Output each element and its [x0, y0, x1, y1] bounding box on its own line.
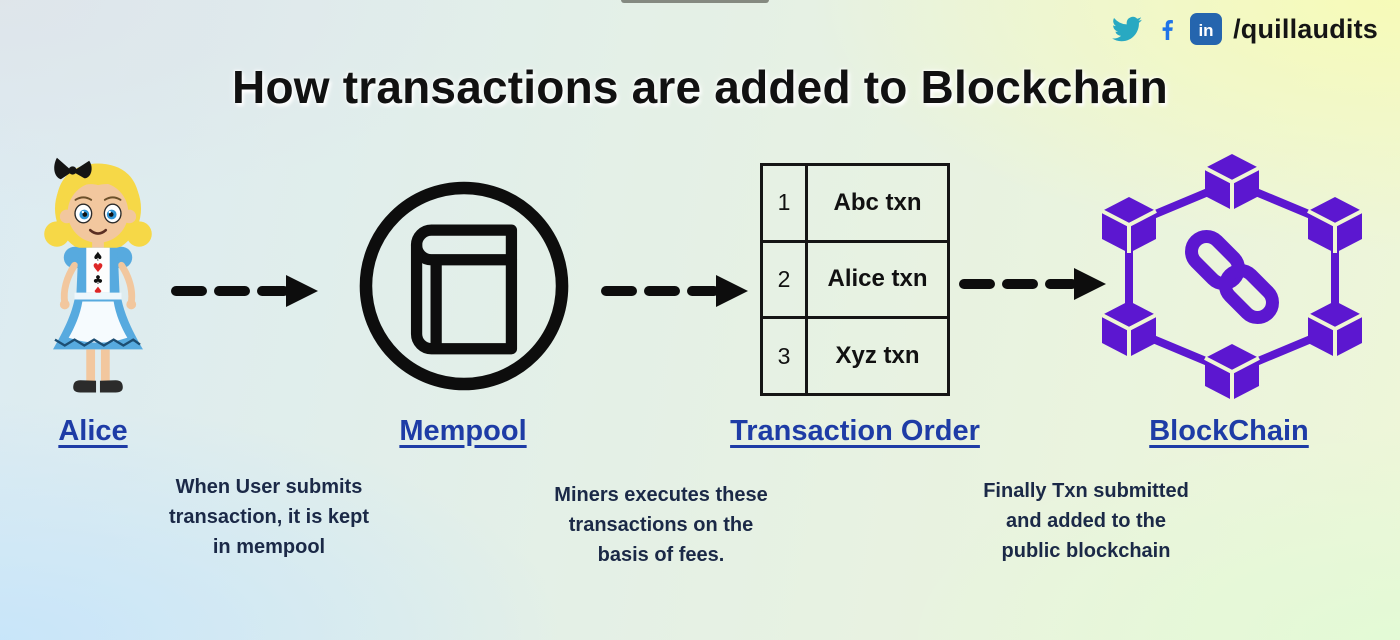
svg-text:♦: ♦: [93, 285, 104, 299]
linkedin-icon[interactable]: in: [1190, 13, 1223, 45]
table-row: 3 Xyz txn: [760, 316, 950, 396]
txn-order-number: 1: [760, 163, 808, 243]
caption-line: Finally Txn submitted: [983, 480, 1189, 502]
alice-arms: [60, 261, 136, 306]
alice-card-suits: ♠ ♥ ♣ ♦: [93, 249, 104, 298]
top-edge-artifact: [621, 0, 769, 3]
label-blockchain[interactable]: BlockChain: [1149, 415, 1309, 447]
caption-miners: Miners executes these transactions on th…: [531, 480, 791, 570]
arrow-order-to-blockchain-icon: [959, 268, 1106, 300]
arrow-alice-to-mempool-icon: [171, 275, 318, 307]
caption-line: basis of fees.: [597, 544, 725, 566]
alice-smile: [88, 228, 108, 235]
svg-text:♠: ♠: [93, 249, 104, 263]
blockchain-icon: [1101, 154, 1363, 400]
page-title: How transactions are added to Blockchain: [232, 61, 1168, 113]
txn-name: Abc txn: [805, 163, 950, 243]
txn-name: Alice txn: [805, 239, 950, 320]
alice-eyes: [74, 196, 122, 224]
txn-order-number: 3: [760, 316, 808, 396]
blockchain-cubes: [1101, 154, 1363, 400]
caption-line: transactions on the: [568, 514, 754, 536]
linkedin-glyph: in: [1199, 21, 1214, 40]
facebook-icon[interactable]: [1155, 14, 1179, 44]
alice-apron: [68, 301, 128, 343]
label-transaction-order[interactable]: Transaction Order: [730, 415, 980, 447]
txn-order-number: 2: [760, 239, 808, 320]
caption-mempool: When User submits transaction, it is kep…: [139, 472, 399, 562]
brand-handle[interactable]: /quillaudits: [1233, 13, 1378, 44]
svg-text:♥: ♥: [93, 261, 104, 275]
txn-name: Xyz txn: [805, 316, 950, 396]
social-bar: in /quillaudits: [1110, 13, 1378, 45]
caption-line: Miners executes these: [554, 484, 768, 506]
caption-line: in mempool: [212, 536, 326, 558]
alice-shoe-right: [99, 380, 123, 393]
chain-link-icon: [1185, 230, 1279, 324]
caption-final: Finally Txn submitted and added to the p…: [956, 476, 1216, 566]
table-row: 1 Abc txn: [760, 163, 950, 243]
mempool-book-icon: [359, 181, 569, 391]
alice-hair-bow-icon: [54, 157, 92, 180]
caption-line: When User submits: [175, 476, 363, 498]
table-row: 2 Alice txn: [760, 239, 950, 320]
caption-line: public blockchain: [1001, 540, 1171, 562]
alice-shoe-left: [73, 380, 97, 393]
alice-fringe: [55, 163, 141, 209]
label-alice[interactable]: Alice: [58, 415, 128, 447]
caption-line: transaction, it is kept: [168, 506, 370, 528]
transaction-order-table: 1 Abc txn 2 Alice txn 3 Xyz txn: [760, 163, 950, 396]
arrow-mempool-to-order-icon: [601, 275, 748, 307]
label-mempool[interactable]: Mempool: [399, 415, 527, 447]
caption-line: and added to the: [1006, 510, 1166, 532]
alice-character: ♠ ♥ ♣ ♦: [44, 157, 152, 393]
svg-text:♣: ♣: [93, 273, 104, 287]
twitter-icon[interactable]: [1110, 14, 1144, 44]
